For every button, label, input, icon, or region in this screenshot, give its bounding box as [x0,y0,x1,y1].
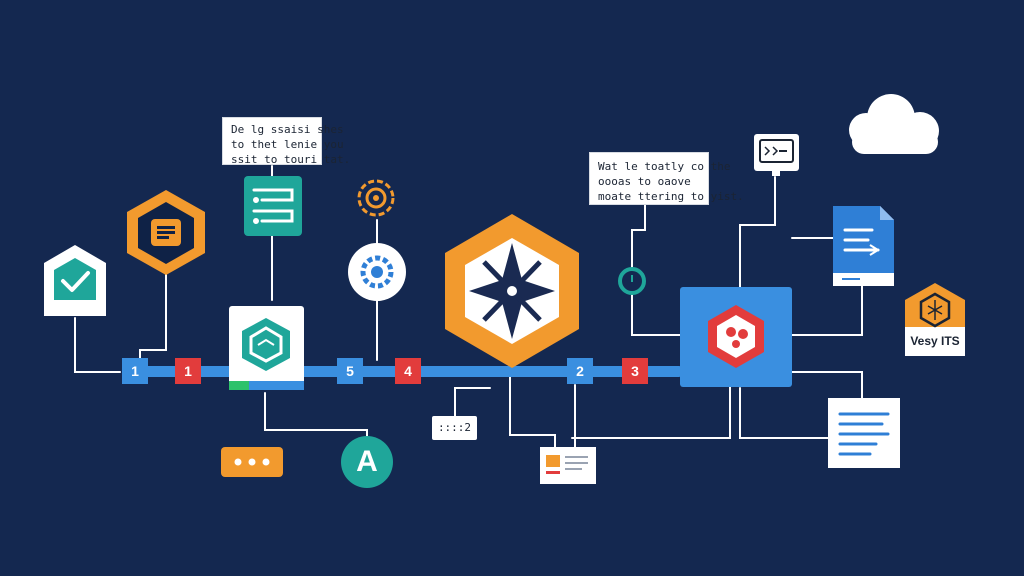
cloud-icon [849,94,939,154]
note-line: moate ttering to yist. [598,190,744,203]
vendor-label: Vesy ITS [910,334,960,348]
main-hub-node[interactable] [445,214,579,368]
monitor-icon [754,134,799,176]
vendor-node[interactable] [905,283,965,356]
note-line: oooas to oaove [598,175,691,188]
list-card-node[interactable] [244,176,302,236]
connector [631,204,681,336]
list-icon [252,188,294,224]
connector [74,317,121,373]
mini-window-node[interactable] [432,416,477,440]
clock-icon [618,267,646,295]
connector [571,384,731,439]
connector [739,387,829,439]
user-avatar-label: A [356,445,378,478]
card-icon [546,455,588,474]
component-icon [242,318,290,371]
gear-icon [360,255,394,289]
file-node[interactable] [833,206,894,286]
step-badge[interactable]: 5 [337,358,363,384]
gear-icon [357,179,395,217]
processor-node[interactable] [680,287,792,387]
note-line: to thet lenie you [231,138,344,151]
connector [739,176,776,288]
step-badge[interactable]: 4 [395,358,421,384]
monitor-node[interactable] [754,134,799,176]
note-center: Wat le toatly co the oooas to oaove moat… [589,152,744,205]
text-lines-icon [838,412,890,456]
start-node[interactable] [44,245,106,316]
hex-core-icon [708,305,764,368]
step-badge[interactable]: 1 [122,358,148,384]
note-left: De lg ssaisi shes to thet lenie you ssit… [222,117,351,166]
connector [791,371,863,401]
step-badge[interactable]: 2 [567,358,593,384]
cloud-node[interactable] [849,94,939,154]
document-icon [151,219,181,246]
note-line: De lg ssaisi shes [231,123,344,136]
step-badge[interactable]: 3 [622,358,648,384]
note-line: Wat le toatly co the [598,160,731,173]
card-node[interactable] [540,447,596,484]
component-node[interactable] [229,306,304,390]
text-document-node[interactable] [828,398,900,468]
document-hex-node[interactable] [127,190,205,275]
connector [509,374,556,448]
timer-node[interactable] [618,267,646,295]
more-dots-icon [234,458,270,466]
connector [139,271,167,363]
checkmark-icon [54,258,96,300]
connector [791,237,863,336]
shield-icon [919,292,951,328]
gear-small-node[interactable] [357,179,395,217]
more-node[interactable] [221,447,283,477]
mini-window-label: ::::2 [437,421,472,434]
user-node[interactable] [341,436,393,488]
step-badge[interactable]: 1 [175,358,201,384]
star-icon [469,243,555,339]
gear-circle-node[interactable] [348,243,406,301]
file-icon [833,206,894,286]
note-line: ssit to touri tat. [231,153,351,166]
